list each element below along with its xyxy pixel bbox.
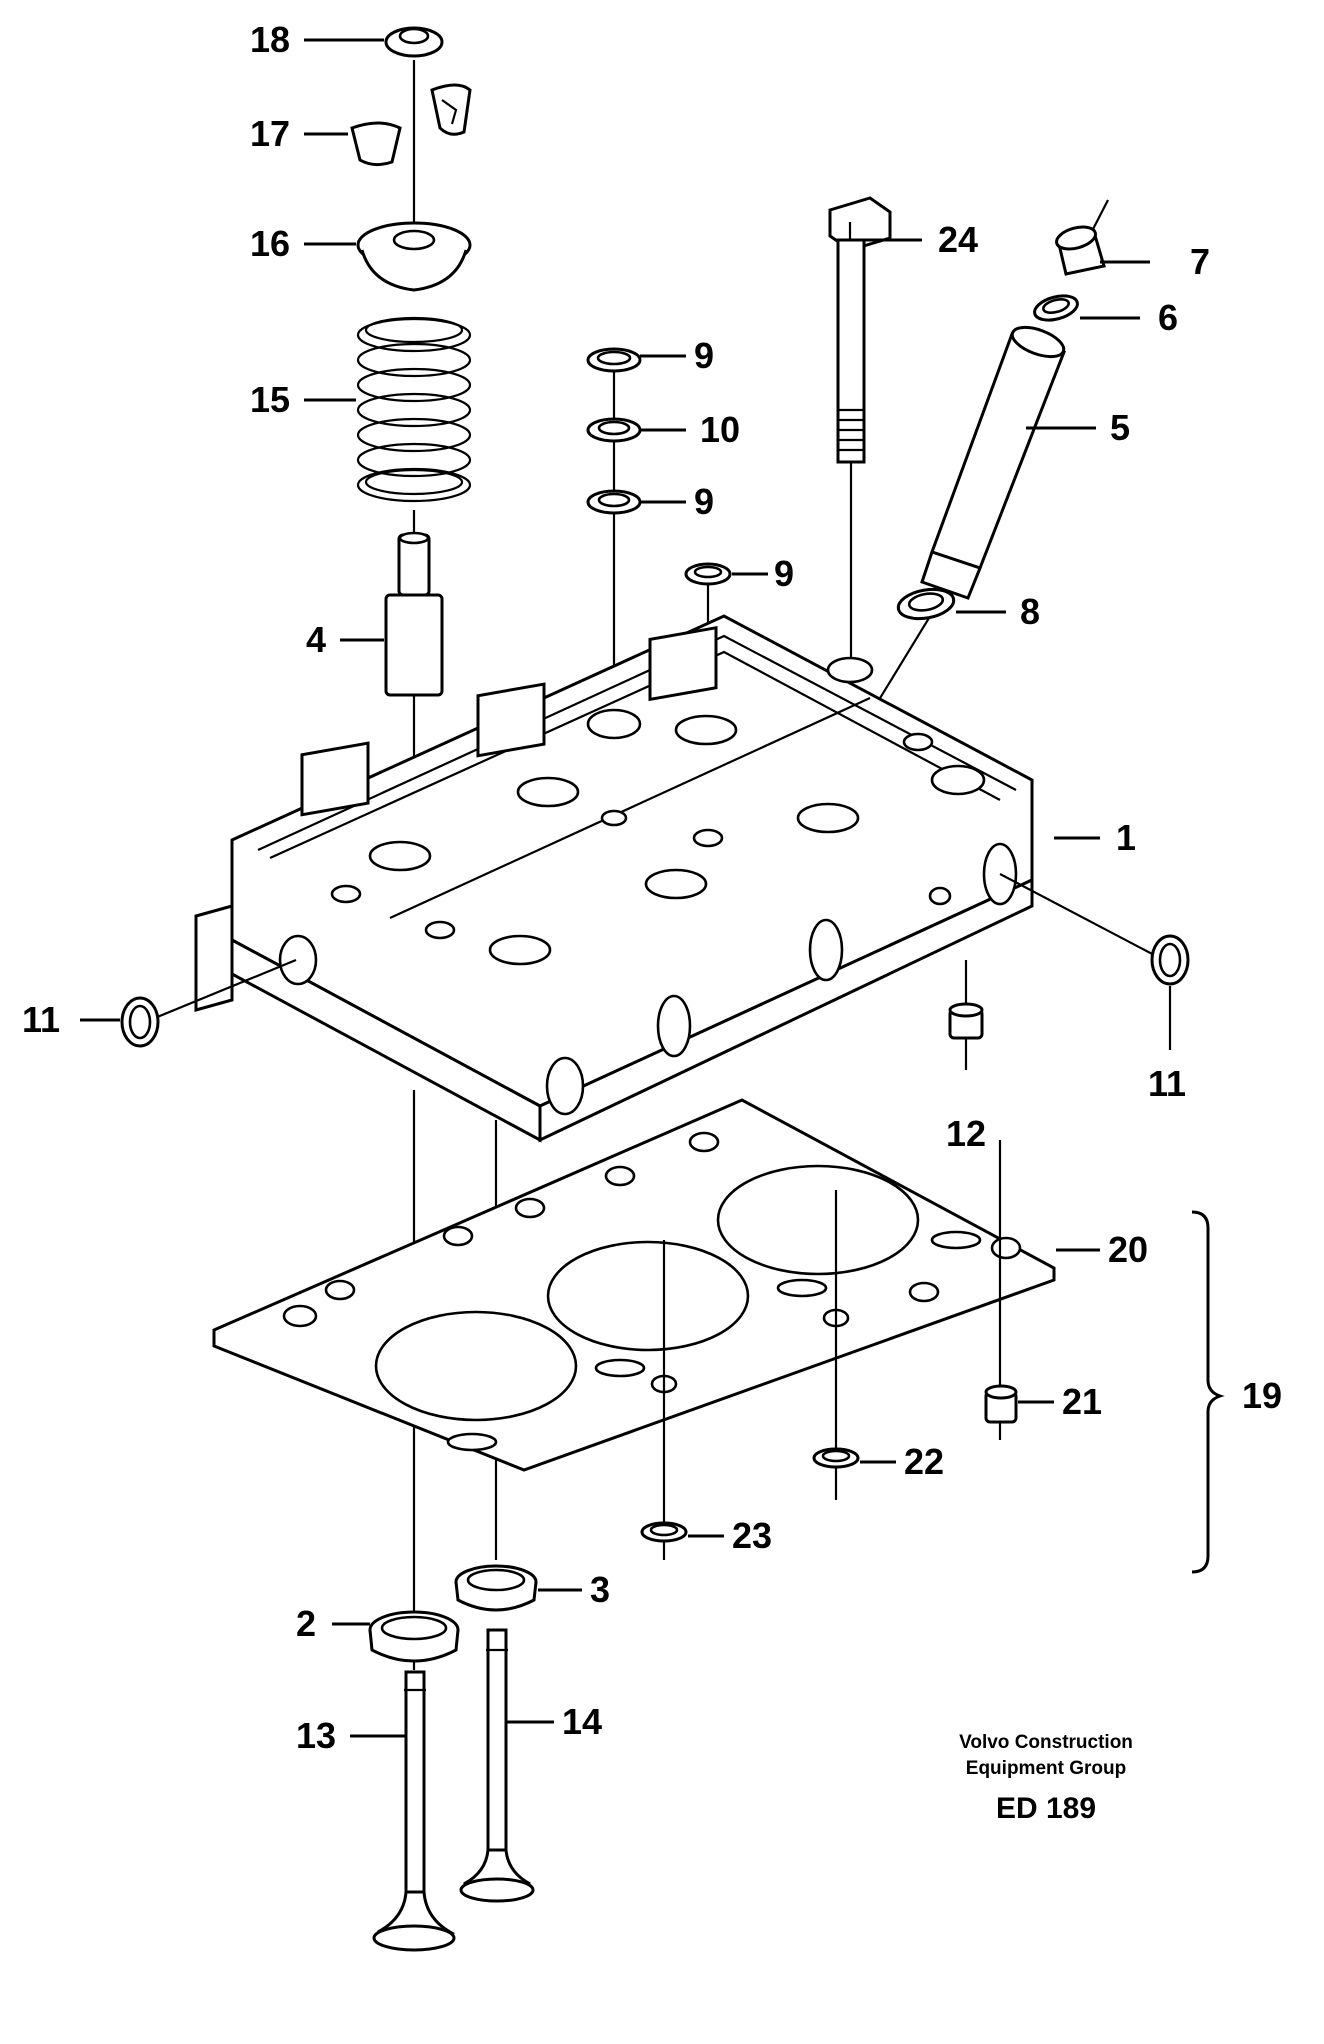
leader-lines [80, 38, 1150, 1738]
seal-washer-part [586, 347, 642, 373]
cylinder-head-gasket-part [212, 1098, 1056, 1472]
spring-retainer-part [356, 221, 472, 292]
side-seal-ring-left [120, 996, 160, 1048]
callout-4: 4 [306, 619, 326, 660]
gasket-washer-23 [640, 1521, 688, 1543]
seal-washer-part [586, 489, 642, 515]
footer-company-line1: Volvo Construction [959, 1732, 1133, 1753]
gasket-washer-22 [812, 1447, 860, 1469]
callout-11-left: 11 [22, 999, 60, 1040]
callout-16: 16 [250, 223, 290, 264]
injector-sleeve-part [920, 325, 1066, 600]
footer-block: Volvo Construction Equipment Group ED 18… [959, 1732, 1133, 1825]
callout-18: 18 [250, 19, 290, 60]
seal-washer-part [684, 562, 732, 586]
exhaust-valve-part [459, 1628, 535, 1903]
sleeve-o-ring-part [1033, 294, 1079, 322]
callout-24: 24 [938, 219, 978, 260]
callout-2: 2 [296, 1603, 316, 1644]
callout-1: 1 [1116, 817, 1136, 858]
sealing-plug-part [948, 960, 984, 1070]
callout-21: 21 [1062, 1381, 1102, 1422]
callout-9-top: 9 [694, 335, 714, 376]
callout-15: 15 [250, 379, 290, 420]
sleeve-cap-part [1055, 225, 1106, 276]
valve-collet-part [350, 83, 472, 167]
callout-11-right: 11 [1148, 1063, 1186, 1104]
footer-company-line2: Equipment Group [966, 1758, 1126, 1779]
valve-guide-part [384, 531, 444, 697]
callout-12: 12 [946, 1113, 986, 1154]
callout-19: 19 [1242, 1375, 1282, 1416]
callout-9-lower: 9 [774, 553, 794, 594]
callout-22: 22 [904, 1441, 944, 1482]
dowel-sleeve-part [984, 1384, 1018, 1424]
o-ring-part [586, 417, 642, 443]
callout-23: 23 [732, 1515, 772, 1556]
valve-seat-ring-exhaust [454, 1564, 538, 1612]
callout-6: 6 [1158, 297, 1178, 338]
callout-17: 17 [250, 113, 290, 154]
kit-bracket [1191, 1210, 1225, 1574]
callout-14: 14 [562, 1701, 602, 1742]
cylinder-head-part [194, 614, 1034, 1143]
side-seal-ring-right [1150, 934, 1190, 986]
callout-9-middle: 9 [694, 481, 714, 522]
valve-train-parts [350, 26, 538, 1952]
intake-valve-part [372, 1670, 456, 1952]
injector-sleeve-assembly [829, 199, 1109, 781]
valve-seat-ring-intake [368, 1610, 460, 1663]
callout-labels: 18 17 16 15 4 9 10 9 9 24 7 6 5 8 1 11 1… [22, 19, 1282, 1756]
valve-spring-part [356, 316, 472, 503]
callout-7: 7 [1190, 241, 1210, 282]
valve-cap-part [384, 26, 444, 58]
callout-20: 20 [1108, 1229, 1148, 1270]
cylinder-head-bolt-part [828, 196, 892, 660]
footer-drawing-code: ED 189 [996, 1792, 1096, 1825]
callout-3: 3 [590, 1569, 610, 1610]
callout-5: 5 [1110, 407, 1130, 448]
callout-10: 10 [700, 409, 740, 450]
callout-8: 8 [1020, 591, 1040, 632]
callout-13: 13 [296, 1715, 336, 1756]
sleeve-seal-ring-part [896, 587, 956, 621]
